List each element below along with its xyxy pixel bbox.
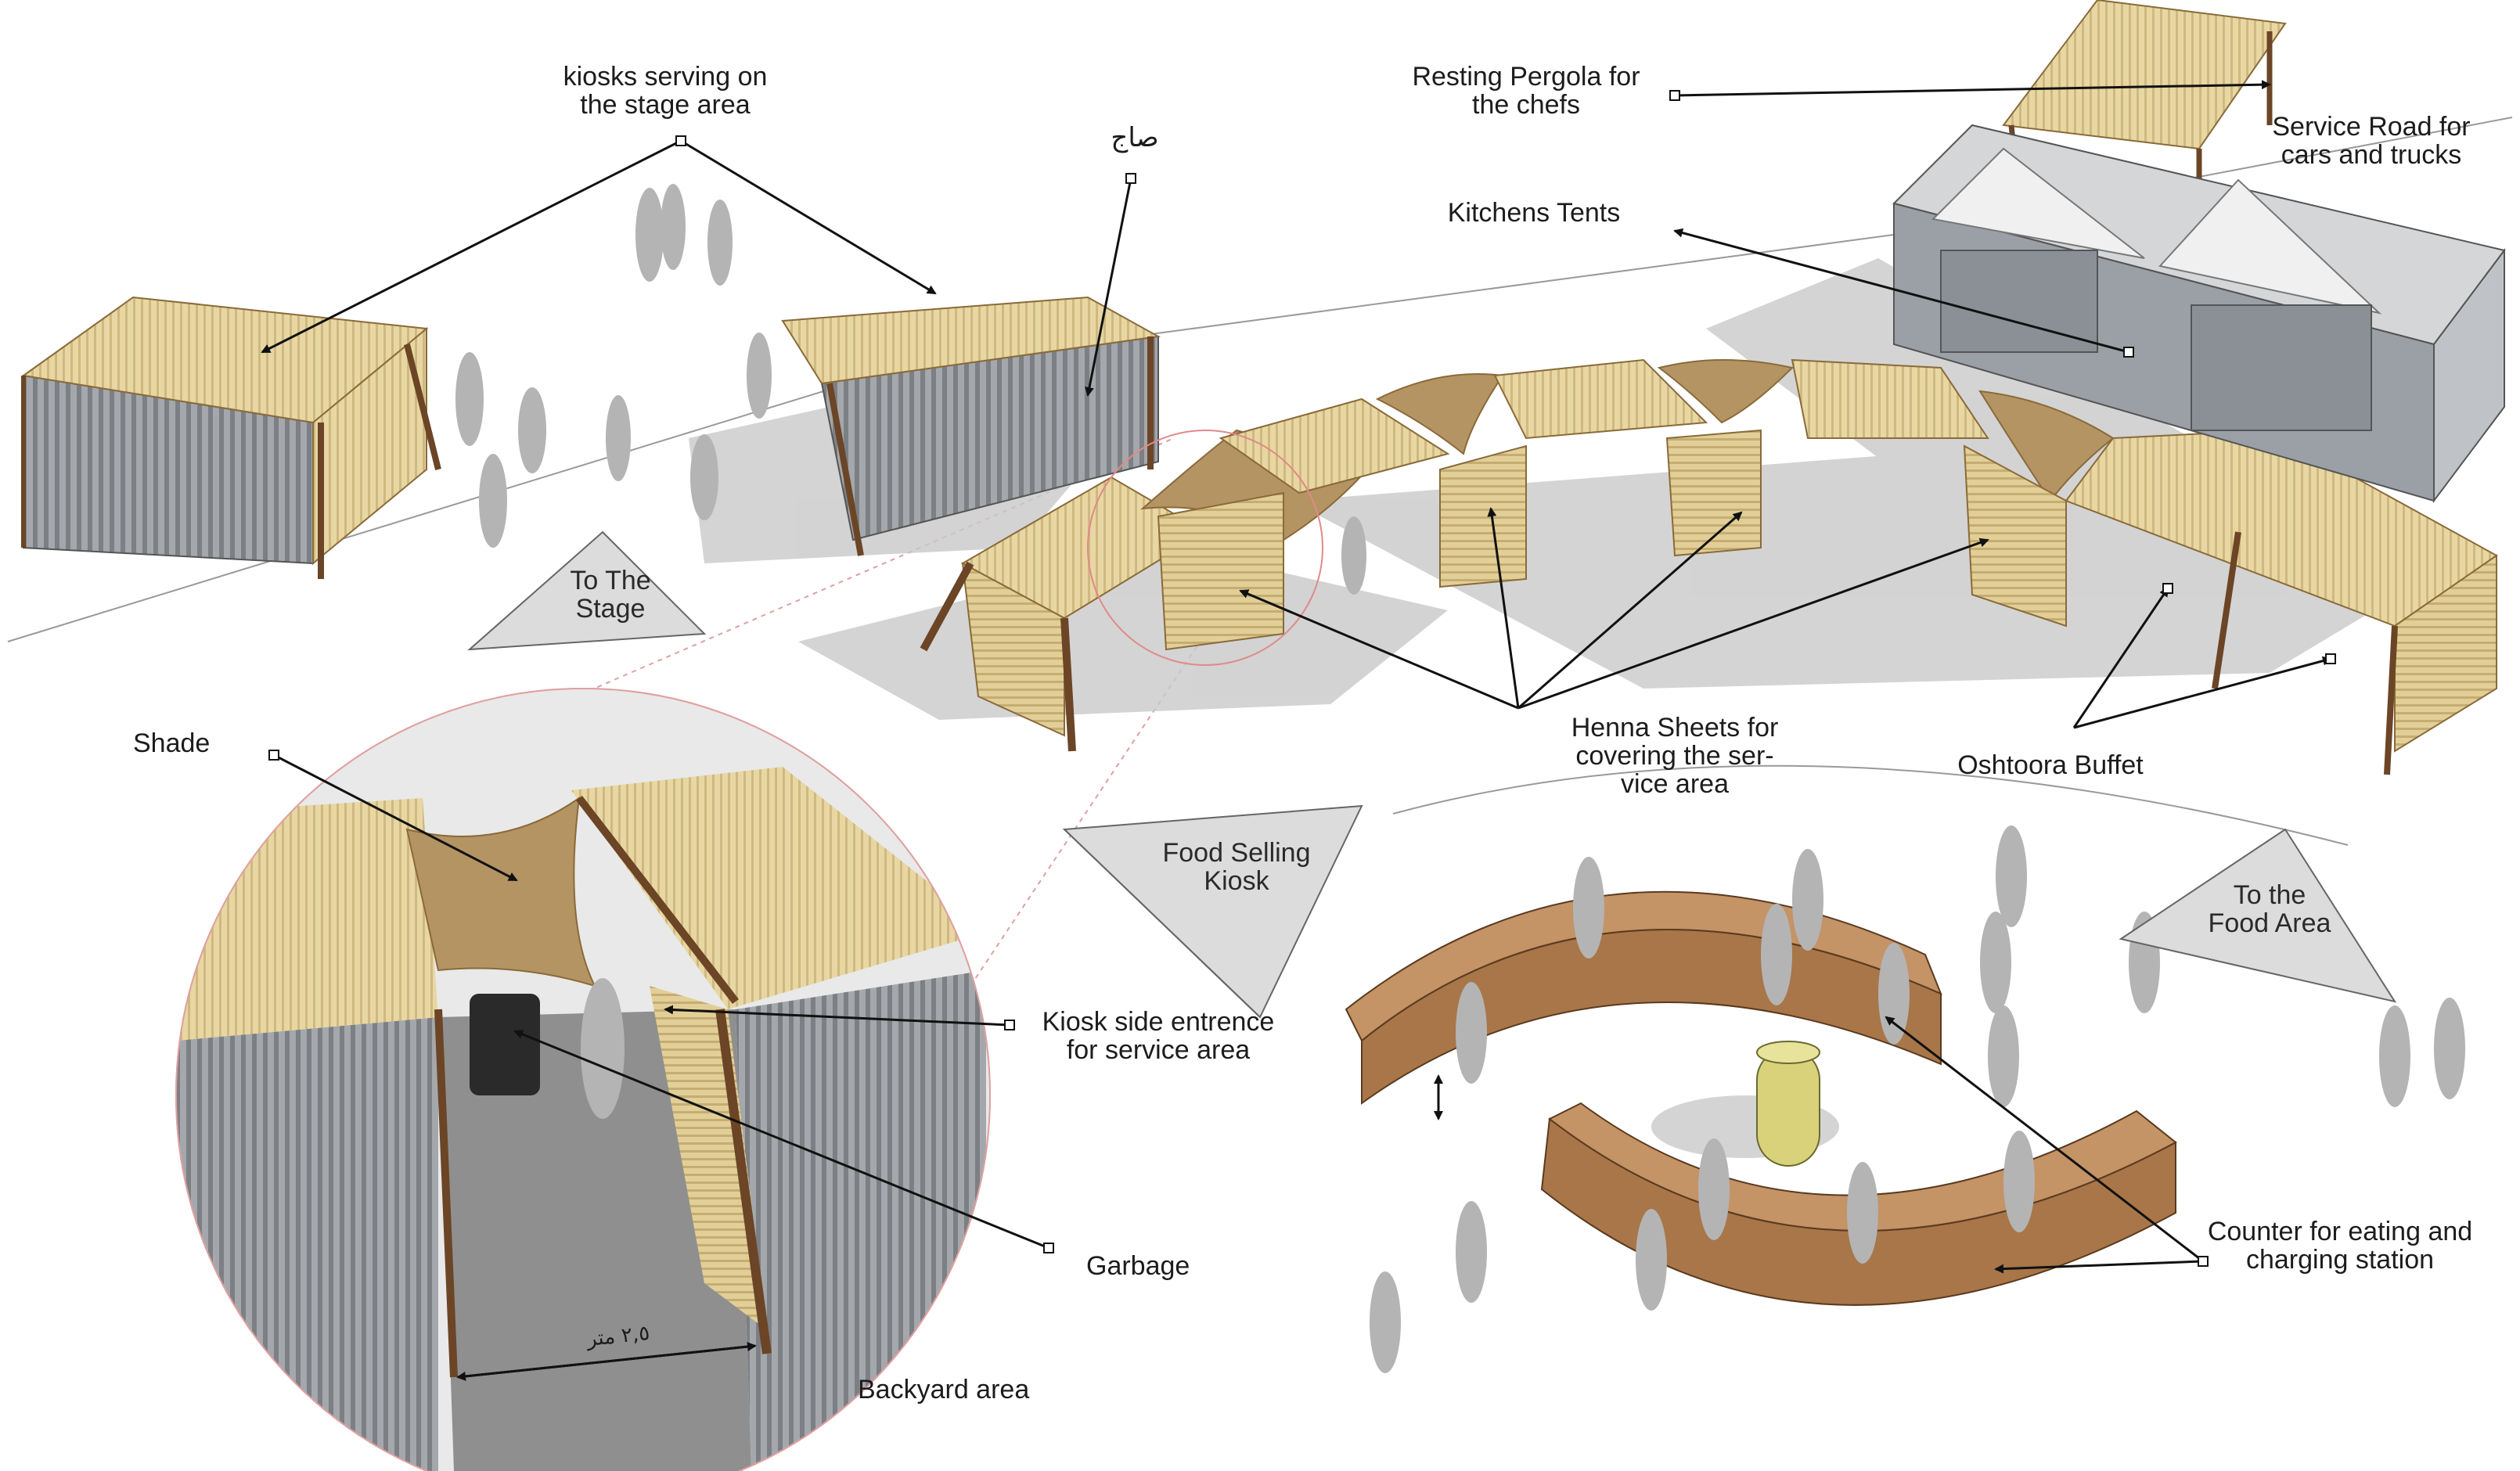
sign-text-food-selling-kiosk: Food Selling Kiosk xyxy=(1127,839,1346,895)
sign-text-to-stage: To The Stage xyxy=(532,566,689,623)
label-kiosk-side-entrance: Kiosk side entrence for service area xyxy=(1017,1008,1299,1064)
label-counter: Counter for eating and charging station xyxy=(2176,1217,2504,1274)
label-henna-sheets: Henna Sheets for covering the ser- vice … xyxy=(1534,714,1816,798)
label-service-road: Service Road for cars and trucks xyxy=(2254,113,2489,169)
label-shade: Shade xyxy=(133,729,243,757)
label-backyard-area: Backyard area xyxy=(858,1376,1061,1404)
sign-text-to-food-area: To the Food Area xyxy=(2176,881,2363,937)
label-kitchens-tents: Kitchens Tents xyxy=(1432,199,1636,227)
label-kiosks-stage: kiosks serving on the stage area xyxy=(540,63,790,119)
label-resting-pergola: Resting Pergola for the chefs xyxy=(1385,63,1667,119)
label-oshtoora-buffet: Oshtoora Buffet xyxy=(1933,751,2168,779)
label-garbage: Garbage xyxy=(1086,1252,1243,1280)
label-saj: صاج xyxy=(1103,124,1166,152)
stage-kiosk-left xyxy=(23,297,438,579)
